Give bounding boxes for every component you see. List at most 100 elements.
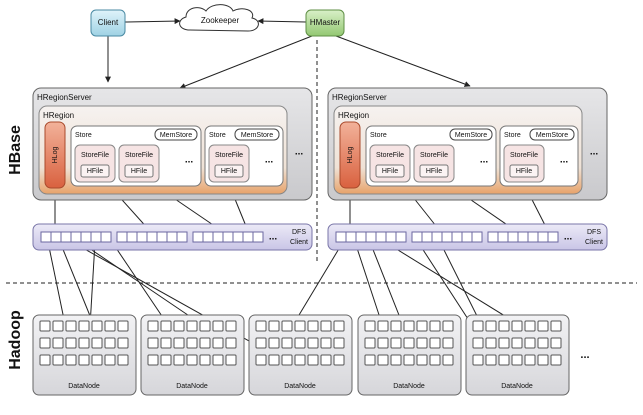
datanode-3-block-1-1 bbox=[255, 320, 267, 332]
datanode-1-block-1-5 bbox=[91, 320, 103, 332]
datanode-4-block-3-1 bbox=[364, 354, 376, 366]
datanode-3-block-3-5 bbox=[307, 354, 319, 366]
datanode-3-block-1-7 bbox=[333, 320, 345, 332]
datanode-5-block-1-4 bbox=[511, 320, 523, 332]
server-2-store-2-ellipsis: ... bbox=[560, 155, 569, 166]
datanode-1-block-1-2 bbox=[52, 320, 64, 332]
server-1-dfs-block-2-2 bbox=[126, 231, 138, 243]
server-2-dfs-block-3-6 bbox=[537, 231, 549, 243]
datanode-1-block-2-5 bbox=[91, 337, 103, 349]
datanode-1-block-3-1 bbox=[39, 354, 51, 366]
client-box bbox=[90, 9, 126, 37]
server-2-dfs-block-1-1 bbox=[335, 231, 347, 243]
datanode-1-block-2-4 bbox=[78, 337, 90, 349]
server-2-store-2-storefile-1-label: StoreFile bbox=[510, 152, 538, 159]
server-1-dfs-label-line1: DFS bbox=[292, 229, 306, 236]
server-1-dfs-block-1-7 bbox=[100, 231, 112, 243]
hbase-section-label: HBase bbox=[7, 125, 24, 175]
datanode-1-label: DataNode bbox=[68, 383, 100, 390]
datanode-3-block-2-7 bbox=[333, 337, 345, 349]
datanode-4-block-1-5 bbox=[416, 320, 428, 332]
datanode-4-block-1-7 bbox=[442, 320, 454, 332]
server-2-dfs-block-2-5 bbox=[451, 231, 463, 243]
datanode-4-label: DataNode bbox=[393, 383, 425, 390]
server-1-dfs-block-2-6 bbox=[166, 231, 178, 243]
datanode-3-block-3-6 bbox=[320, 354, 332, 366]
datanode-1-block-3-4 bbox=[78, 354, 90, 366]
datanode-1-block-2-7 bbox=[117, 337, 129, 349]
server-1-hregionserver-label: HRegionServer bbox=[37, 93, 92, 102]
datanode-4-block-3-2 bbox=[377, 354, 389, 366]
server-1-dfs-block-2-3 bbox=[136, 231, 148, 243]
server-1-dfs-block-2-1 bbox=[116, 231, 128, 243]
server-2-dfs-block-2-3 bbox=[431, 231, 443, 243]
server-2-store-2-hfile-1-box bbox=[509, 164, 539, 178]
datanode-4-block-1-2 bbox=[377, 320, 389, 332]
server-2-dfs-label-line2: Client bbox=[585, 239, 603, 246]
server-2-dfs-block-3-4 bbox=[517, 231, 529, 243]
server-1-store-1-label: Store bbox=[75, 132, 92, 139]
server-2-dfs-block-1-7 bbox=[395, 231, 407, 243]
server-2-dfs-block-3-1 bbox=[487, 231, 499, 243]
server-1-store-1-storefile-1-label: StoreFile bbox=[81, 152, 109, 159]
datanode-1-block-1-6 bbox=[104, 320, 116, 332]
server-2-hregion-label: HRegion bbox=[338, 111, 369, 120]
datanode-4-block-2-4 bbox=[403, 337, 415, 349]
hmaster-zookeeper-arrow bbox=[257, 18, 307, 25]
datanode-5-block-1-7 bbox=[550, 320, 562, 332]
datanode-2-block-1-1 bbox=[147, 320, 159, 332]
datanode-3-block-1-6 bbox=[320, 320, 332, 332]
server-2-dfs-block-1-3 bbox=[355, 231, 367, 243]
datanode-3-block-1-5 bbox=[307, 320, 319, 332]
server-1-dfs-block-3-5 bbox=[232, 231, 244, 243]
server-1-hlog-box bbox=[44, 121, 66, 189]
server-1-dfs-block-3-7 bbox=[252, 231, 264, 243]
datanode-1-block-2-2 bbox=[52, 337, 64, 349]
server-1-store-2-memstore-box bbox=[234, 128, 280, 141]
datanode-1-block-3-5 bbox=[91, 354, 103, 366]
server-1-store-1-memstore-box bbox=[154, 128, 198, 141]
server-1-store-2-storefile-1-label: StoreFile bbox=[215, 152, 243, 159]
server-1-dfs-block-1-3 bbox=[60, 231, 72, 243]
server-2-store-1-hfile-1-label: HFile bbox=[382, 168, 398, 175]
server-1-store-1-ellipsis: ... bbox=[185, 155, 194, 166]
dfs1-dn2-arrow-b bbox=[111, 241, 171, 329]
server-2-dfs-block-1-4 bbox=[365, 231, 377, 243]
server-2-store-1-memstore-box bbox=[449, 128, 493, 141]
datanode-3-block-2-6 bbox=[320, 337, 332, 349]
datanode-1-block-1-3 bbox=[65, 320, 77, 332]
datanode-4-block-2-7 bbox=[442, 337, 454, 349]
server-1-store-2-memstore-label: MemStore bbox=[241, 132, 273, 139]
server-2-dfs-block-1-2 bbox=[345, 231, 357, 243]
datanode-1-block-2-6 bbox=[104, 337, 116, 349]
datanode-4-block-2-5 bbox=[416, 337, 428, 349]
datanode-3-block-2-2 bbox=[268, 337, 280, 349]
server-2-dfs-block-3-7 bbox=[547, 231, 559, 243]
datanode-5-block-1-2 bbox=[485, 320, 497, 332]
server-1-store-1-hfile-2-box bbox=[124, 164, 154, 178]
datanode-2-block-3-7 bbox=[225, 354, 237, 366]
datanode-2-block-3-5 bbox=[199, 354, 211, 366]
datanode-2-block-3-6 bbox=[212, 354, 224, 366]
server-2-dfs-block-2-7 bbox=[471, 231, 483, 243]
datanode-4-block-1-3 bbox=[390, 320, 402, 332]
datanode-5-block-2-7 bbox=[550, 337, 562, 349]
datanode-2-block-2-3 bbox=[173, 337, 185, 349]
datanode-5-block-3-6 bbox=[537, 354, 549, 366]
server-2-dfs-block-3-5 bbox=[527, 231, 539, 243]
datanode-1-block-3-2 bbox=[52, 354, 64, 366]
hmaster-label: HMaster bbox=[310, 18, 341, 27]
datanode-2-block-3-1 bbox=[147, 354, 159, 366]
server-2-store-1-hfile-2-box bbox=[419, 164, 449, 178]
datanode-1-block-3-7 bbox=[117, 354, 129, 366]
datanode-5-block-3-2 bbox=[485, 354, 497, 366]
server-2-store-2-memstore-label: MemStore bbox=[536, 132, 568, 139]
datanode-4-block-2-2 bbox=[377, 337, 389, 349]
server-2-store-1-ellipsis: ... bbox=[480, 155, 489, 166]
datanode-3-block-3-3 bbox=[281, 354, 293, 366]
datanode-5-block-1-5 bbox=[524, 320, 536, 332]
client-label: Client bbox=[98, 18, 119, 27]
zookeeper-cloud-icon bbox=[179, 4, 259, 32]
datanode-2-block-3-2 bbox=[160, 354, 172, 366]
